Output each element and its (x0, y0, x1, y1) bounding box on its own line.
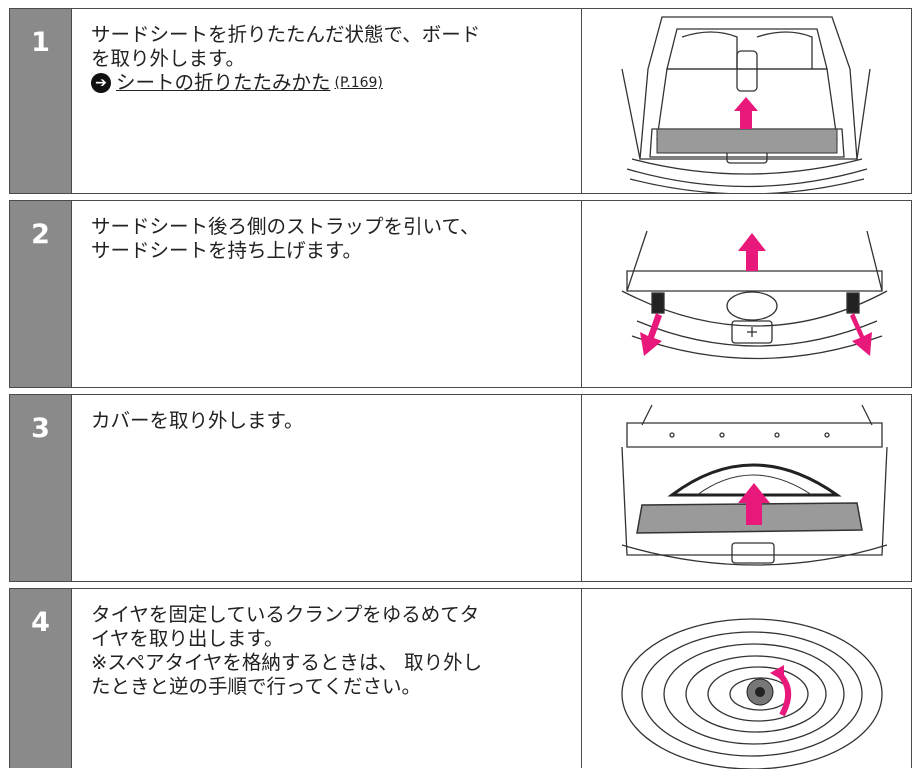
step-2: 2 サードシート後ろ側のストラップを引いて、 サードシートを持ち上げます。 (9, 200, 912, 388)
step-text: サードシートを折りたたんだ状態で、ボード を取り外します。 ➔ シートの折りたた… (72, 9, 582, 193)
page-reference-link[interactable]: ➔ シートの折りたたみかた (P.169) (91, 71, 581, 95)
step-number: 3 (10, 395, 72, 581)
step-line: を取り外します。 (91, 47, 246, 70)
reference-page: (P.169) (334, 75, 383, 91)
spare-tire-clamp-illustration (582, 589, 911, 769)
step-1: 1 サードシートを折りたたんだ状態で、ボード を取り外します。 ➔ シートの折り… (9, 8, 912, 194)
step-line: イヤを取り出します。 (91, 627, 284, 650)
arrow-right-icon: ➔ (91, 73, 111, 93)
step-number: 2 (10, 201, 72, 387)
reference-label: シートの折りたたみかた (116, 71, 331, 94)
step-4: 4 タイヤを固定しているクランプをゆるめてタ イヤを取り出します。 ※スペアタイ… (9, 588, 912, 769)
step-number: 4 (10, 589, 72, 768)
step-text: サードシート後ろ側のストラップを引いて、 サードシートを持ち上げます。 (72, 201, 582, 387)
step-text: カバーを取り外します。 (72, 395, 582, 581)
step-number: 1 (10, 9, 72, 193)
cover-removal-illustration (582, 395, 911, 581)
step-line: たときと逆の手順で行ってください。 (91, 675, 421, 698)
step-line: タイヤを固定しているクランプをゆるめてタ (91, 603, 480, 626)
step-line: サードシート後ろ側のストラップを引いて、 (91, 215, 480, 238)
step-line: サードシートを折りたたんだ状態で、ボード (91, 23, 481, 46)
step-text: タイヤを固定しているクランプをゆるめてタ イヤを取り出します。 ※スペアタイヤを… (72, 589, 582, 768)
third-seat-strap-lift-illustration (582, 201, 911, 387)
step-line: ※スペアタイヤを格納するときは、 取り外し (91, 651, 483, 674)
step-line: カバーを取り外します。 (91, 409, 304, 432)
step-3: 3 カバーを取り外します。 (9, 394, 912, 582)
step-line: サードシートを持ち上げます。 (91, 239, 363, 262)
trunk-board-removal-illustration (582, 9, 911, 193)
